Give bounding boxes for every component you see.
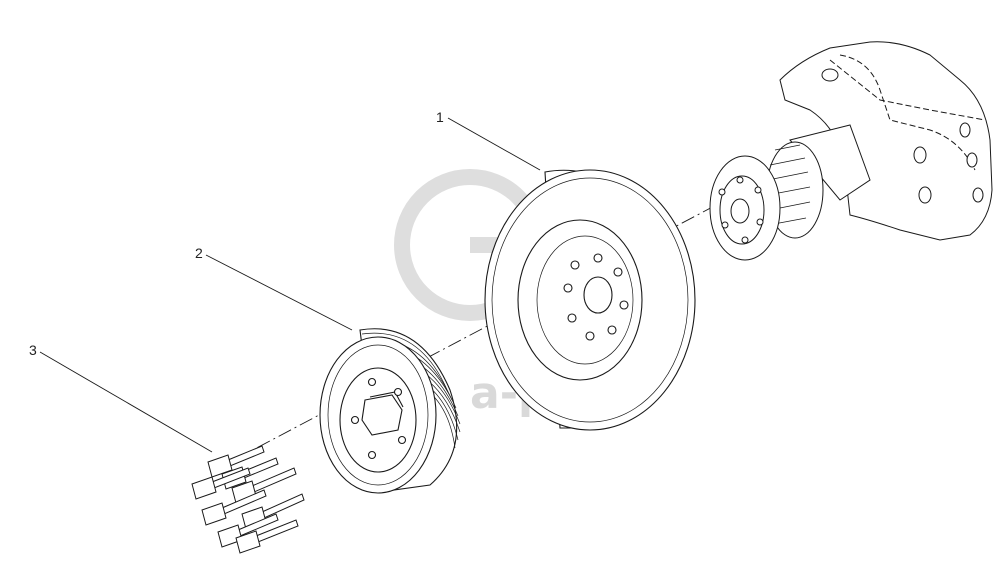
leader-lines — [39, 117, 541, 453]
belt-pulley — [319, 328, 461, 494]
callout-2: 2 — [195, 245, 203, 261]
bolt — [201, 489, 267, 526]
bolt — [207, 445, 265, 478]
leader-line-1 — [447, 117, 541, 171]
crankshaft-assembly — [709, 41, 993, 261]
bolt — [191, 467, 251, 500]
leader-line-2 — [205, 254, 353, 331]
bolt-set — [191, 445, 305, 554]
callout-3: 3 — [29, 342, 37, 358]
callout-1: 1 — [436, 109, 444, 125]
bolt — [235, 519, 299, 554]
bolt — [217, 513, 279, 548]
vibration-damper — [484, 169, 696, 431]
leader-line-3 — [39, 351, 213, 453]
